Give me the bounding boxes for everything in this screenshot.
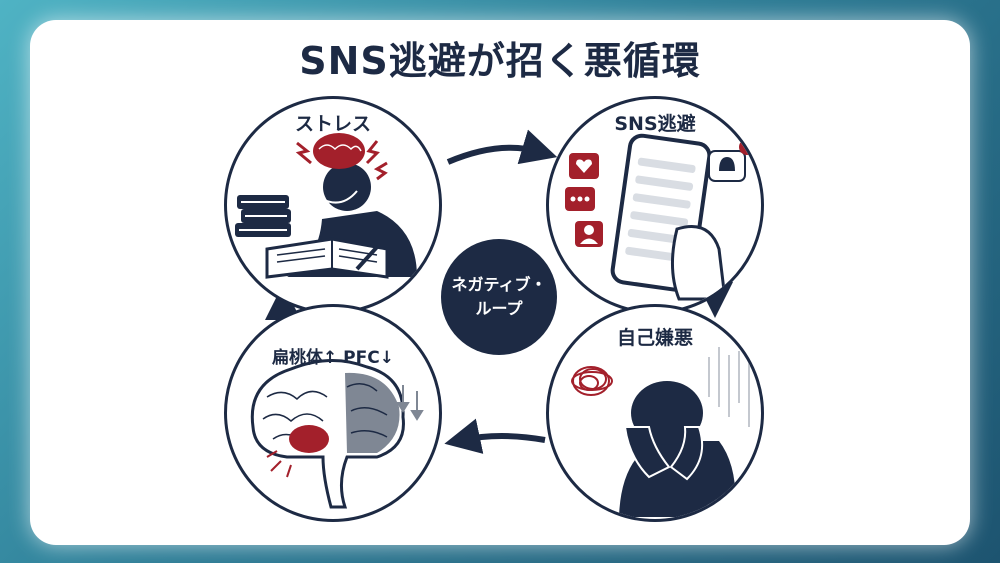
stressed-student-icon [235, 133, 417, 279]
arrow-stress-to-sns [446, 129, 558, 165]
self-hate-circle: 自己嫌悪 [546, 304, 764, 522]
negative-loop-center: ネガティブ・ ループ [441, 239, 557, 355]
smartphone-notifications-icon [565, 133, 755, 301]
brain-circle: 扁桃体↑ PFC↓ [224, 304, 442, 522]
self-hate-label: 自己嫌悪 [616, 327, 693, 349]
sns-label: SNS逃避 [614, 113, 696, 135]
sns-circle: SNS逃避 1 [546, 96, 764, 314]
stress-label: ストレス [294, 113, 371, 135]
notification-badge: 1 [743, 137, 751, 150]
brain-amygdala-pfc-icon [250, 358, 424, 509]
arrow-selfhate-to-brain [444, 418, 546, 454]
center-label-line1: ネガティブ・ [451, 275, 547, 294]
center-label-line2: ループ [475, 299, 523, 318]
stress-circle: ストレス [224, 96, 442, 314]
slide-title: SNS逃避が招く悪循環 [299, 39, 701, 83]
brain-label: 扁桃体↑ PFC↓ [272, 348, 394, 368]
despairing-person-icon [571, 347, 750, 517]
